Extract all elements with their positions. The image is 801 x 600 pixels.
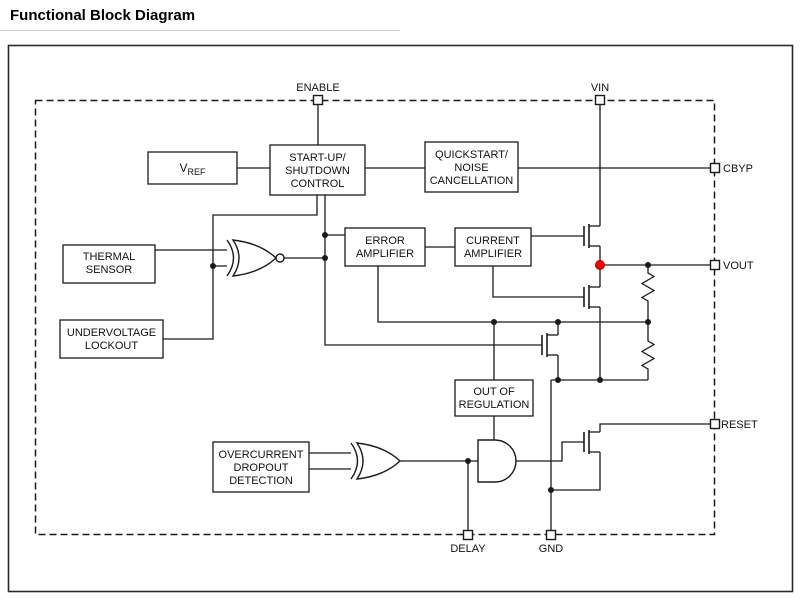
wire-and-m4gate	[516, 441, 584, 462]
junction-dot	[465, 458, 471, 464]
pin-enable-terminal	[312, 94, 324, 106]
junction-dot	[555, 377, 561, 383]
pass-mosfet	[583, 224, 600, 248]
junction-dot	[322, 232, 328, 238]
junction-dot	[645, 319, 651, 325]
wires	[155, 105, 710, 530]
wire-currentamp-m2gate	[492, 266, 584, 298]
pin-delay-label: DELAY	[450, 543, 486, 555]
pulldown-mosfet	[541, 333, 558, 357]
pin-vin: VIN	[591, 82, 609, 106]
pin-delay: DELAY	[450, 529, 486, 555]
junction-dot	[645, 262, 651, 268]
junction-dots	[210, 232, 651, 493]
pin-enable-label: ENABLE	[296, 82, 339, 94]
highlight-marker	[595, 260, 605, 270]
pin-vout: VOUT	[709, 259, 754, 272]
wire-reset	[599, 423, 710, 432]
junction-dot	[555, 319, 561, 325]
title-rule	[0, 30, 400, 31]
ic-boundary	[34, 99, 716, 536]
pin-enable: ENABLE	[296, 82, 340, 106]
junction-dot	[491, 319, 497, 325]
pin-vout-label: VOUT	[723, 260, 754, 272]
junction-dot	[210, 263, 216, 269]
wire-startup-down	[324, 195, 542, 346]
feedback-resistor-top	[640, 269, 656, 305]
diagram-frame	[7, 44, 794, 593]
pin-vin-label: VIN	[591, 82, 609, 94]
page-title: Functional Block Diagram	[10, 7, 196, 24]
pin-reset-label: RESET	[721, 419, 758, 431]
wire-m4source-gnd	[551, 452, 601, 491]
block-vref: VREF	[147, 151, 238, 185]
pin-cbyp-label: CBYP	[723, 163, 753, 175]
pin-delay-terminal	[462, 529, 474, 541]
pin-cbyp-terminal	[709, 162, 721, 174]
and-gate	[477, 439, 517, 483]
reset-mosfet	[583, 430, 600, 454]
xnor-gate	[226, 239, 285, 277]
feedback-resistor-bottom	[640, 337, 656, 373]
wire-uvlo-startup	[163, 195, 318, 340]
pin-gnd-terminal	[545, 529, 557, 541]
pin-gnd: GND	[539, 529, 564, 555]
pin-reset-terminal	[709, 418, 721, 430]
pin-gnd-label: GND	[539, 543, 564, 555]
pin-vin-terminal	[594, 94, 606, 106]
pin-reset: RESET	[709, 418, 758, 431]
pin-cbyp: CBYP	[709, 162, 753, 175]
junction-dot	[548, 487, 554, 493]
pin-vout-terminal	[709, 259, 721, 271]
sense-mosfet	[583, 285, 600, 309]
junction-dot	[322, 255, 328, 261]
block-vref-label: VREF	[179, 161, 206, 177]
junction-dot	[597, 377, 603, 383]
inverter-bubble	[275, 253, 285, 263]
xor-gate	[350, 442, 402, 480]
